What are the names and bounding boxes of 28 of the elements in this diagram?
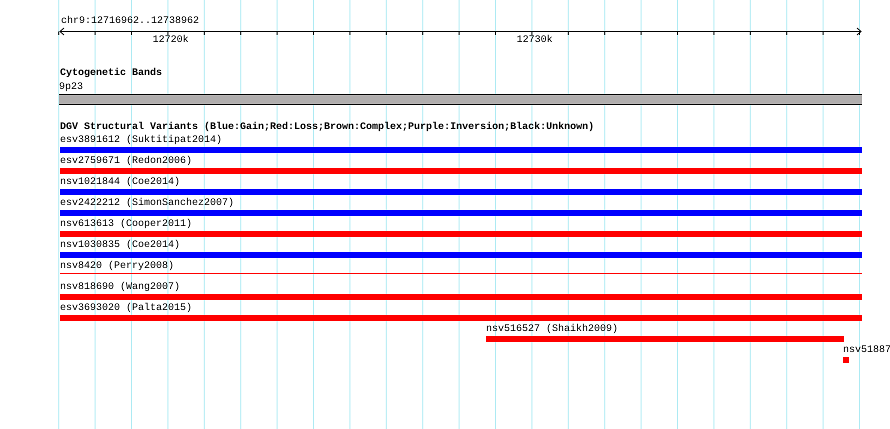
variant-feature [60,282,862,300]
variant-feature [486,324,844,342]
feature-label: esv3693020 (Palta2015) [60,303,192,314]
feature-label: 9p23 [59,82,84,93]
track-title: Cytogenetic Bands [60,68,162,79]
feature-label: nsv613613 (Cooper2011) [60,219,192,230]
variant-feature [60,156,862,174]
tick-label: 12720k [152,35,189,46]
variant-feature [60,198,862,216]
variant-feature [60,261,862,274]
track-title: DGV Structural Variants (Blue:Gain;Red:Loss;Brown:Complex;Purple:Inversion;Black:Unknown) [60,122,594,133]
variant-feature [60,240,862,258]
variant-feature [60,135,862,153]
variant-feature [60,177,862,195]
region-label: chr9:12716962..12738962 [61,16,200,27]
variant-feature [60,219,862,237]
feature-label: nsv8420 (Perry2008) [60,261,174,272]
feature-label: nsv516527 (Shaikh2009) [486,324,618,335]
cytoband-feature [59,82,862,105]
variant-feature [60,303,862,321]
feature-label: nsv1030835 (Coe2014) [60,240,180,251]
feature-label: nsv51887 [843,345,890,356]
feature-label: nsv1021844 (Coe2014) [60,177,180,188]
feature-label: esv2422212 (SimonSanchez2007) [60,198,234,209]
feature-label: esv3891612 (Suktitipat2014) [60,135,222,146]
tick-label: 12730k [516,35,553,46]
feature-label: nsv818690 (Wang2007) [60,282,180,293]
feature-label: esv2759671 (Redon2006) [60,156,192,167]
